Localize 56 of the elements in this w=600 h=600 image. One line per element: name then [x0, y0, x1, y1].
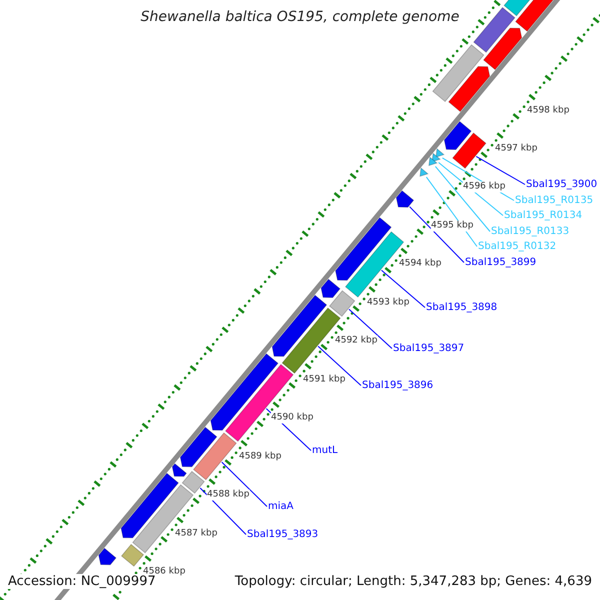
scale-label: 4587 kbp	[175, 528, 218, 539]
gene-label: miaA	[268, 500, 294, 512]
accession-text: Accession: NC_009997	[8, 574, 156, 589]
gene-bar	[182, 470, 205, 494]
leader-line	[434, 166, 490, 232]
gene-bar	[328, 290, 356, 317]
scale-label: 4592 kbp	[335, 336, 378, 347]
leader-line	[348, 308, 392, 349]
gene-bar	[444, 120, 472, 150]
gene-bar	[224, 364, 294, 442]
scale-label: 4593 kbp	[367, 297, 410, 308]
gene-bar	[180, 426, 218, 468]
gene-bar	[98, 548, 117, 566]
scale-label: 4588 kbp	[207, 490, 250, 501]
leader-line	[200, 488, 246, 535]
scale-label: 4590 kbp	[271, 412, 314, 424]
gene-label: Sbal195_3898	[426, 302, 498, 314]
gene-bar	[452, 132, 486, 169]
gene-label: mutL	[312, 444, 338, 456]
gene-bar	[448, 66, 490, 112]
gene-label: Sbal195_3896	[362, 380, 434, 392]
trna-marker	[436, 148, 445, 158]
leader-line	[381, 270, 426, 308]
scale-label: 4591 kbp	[303, 374, 346, 386]
leader-line	[409, 206, 464, 263]
scale-label: 4598 kbp	[527, 105, 570, 116]
leader-line	[221, 462, 268, 507]
gene-label: Sbal195_R0134	[504, 210, 582, 222]
title: Shewanella baltica OS195, complete genome	[140, 9, 460, 25]
gene-bar	[192, 432, 237, 480]
scale-label: 4597 kbp	[495, 144, 538, 154]
scale-label: 4596 kbp	[463, 182, 506, 193]
scale-label: 4595 kbp	[431, 220, 474, 232]
gene-bar	[432, 44, 484, 102]
gene-bar	[172, 463, 187, 477]
gene-bar	[473, 6, 516, 53]
gene-bar	[396, 190, 414, 208]
scale-label: 4589 kbp	[239, 451, 282, 462]
gene-label: Sbal195_3899	[465, 256, 536, 268]
gene-label: Sbal195_R0132	[478, 240, 556, 252]
gene-label: Sbal195_3893	[247, 528, 318, 540]
gene-label: Sbal195_3897	[393, 342, 464, 354]
gene-label: Sbal195_3900	[526, 178, 598, 190]
gene-bar	[483, 28, 522, 70]
gene-bar	[120, 544, 144, 567]
gene-label: Sbal195_R0133	[491, 226, 570, 238]
gene-bar	[320, 278, 341, 298]
gene-bar	[335, 217, 392, 281]
leader-line	[476, 156, 526, 185]
gene-label: Sbal195_R0135	[515, 194, 594, 206]
genome-stats-text: Topology: circular; Length: 5,347,283 bp; Genes: 4,639	[234, 574, 592, 589]
trna-marker	[420, 167, 429, 177]
gene-bar	[272, 294, 328, 357]
scale-label: 4594 kbp	[399, 258, 442, 270]
leader-line	[318, 346, 362, 386]
trna-marker	[428, 156, 438, 166]
